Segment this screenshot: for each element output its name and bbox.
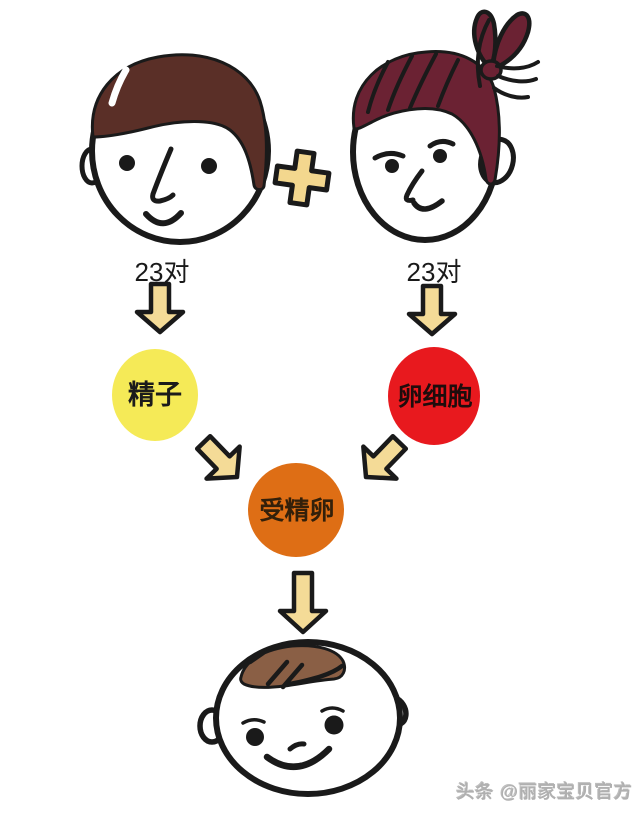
father-eye-right xyxy=(201,158,217,174)
father-hair-highlight xyxy=(108,66,130,107)
baby-nose xyxy=(287,741,307,752)
arrow-down-center-icon xyxy=(280,573,326,632)
baby-mouth xyxy=(263,745,333,771)
arrow-diagonal-left-icon xyxy=(187,426,253,492)
baby-face-illustration xyxy=(197,639,409,797)
mother-eye-right xyxy=(433,149,447,163)
plus-icon xyxy=(272,148,332,208)
sperm-node: 精子 xyxy=(112,349,198,441)
father-mouth xyxy=(143,210,184,227)
sperm-label: 精子 xyxy=(128,380,182,410)
egg-circle xyxy=(388,347,480,445)
arrow-down-right-icon xyxy=(409,286,455,334)
mother-hair xyxy=(351,50,501,186)
baby-eyelid-right xyxy=(320,706,345,713)
mother-nose xyxy=(403,168,425,203)
watermark: 头条 @丽家宝贝官方 xyxy=(456,782,633,802)
egg-node: 卵细胞 xyxy=(388,347,480,445)
pairs-label-right: 23对 xyxy=(407,257,462,287)
sperm-circle xyxy=(112,349,198,441)
baby-eye-left xyxy=(246,728,264,746)
mother-mouth xyxy=(411,198,445,212)
father-face-illustration xyxy=(79,53,271,245)
father-hair xyxy=(90,53,268,192)
mother-eyebrow-right xyxy=(427,138,456,149)
arrow-down-left-icon xyxy=(137,284,183,332)
mother-hair-strands xyxy=(366,18,540,114)
father-nose xyxy=(150,146,176,204)
arrow-diagonal-right-icon xyxy=(349,426,415,492)
father-eye-left xyxy=(119,155,135,171)
zygote-circle xyxy=(248,463,344,557)
egg-label: 卵细胞 xyxy=(397,382,472,411)
baby-hair-strands xyxy=(247,650,345,690)
baby-eye-right xyxy=(324,715,344,735)
mother-eyebrow-left xyxy=(372,150,406,161)
mother-hair-bun-right-lobe xyxy=(490,11,532,71)
baby-eyelid-left xyxy=(241,718,266,725)
zygote-node: 受精卵 xyxy=(248,463,344,557)
mother-eye-left xyxy=(385,159,399,173)
zygote-label: 受精卵 xyxy=(259,496,334,525)
mother-face-illustration xyxy=(350,9,540,243)
